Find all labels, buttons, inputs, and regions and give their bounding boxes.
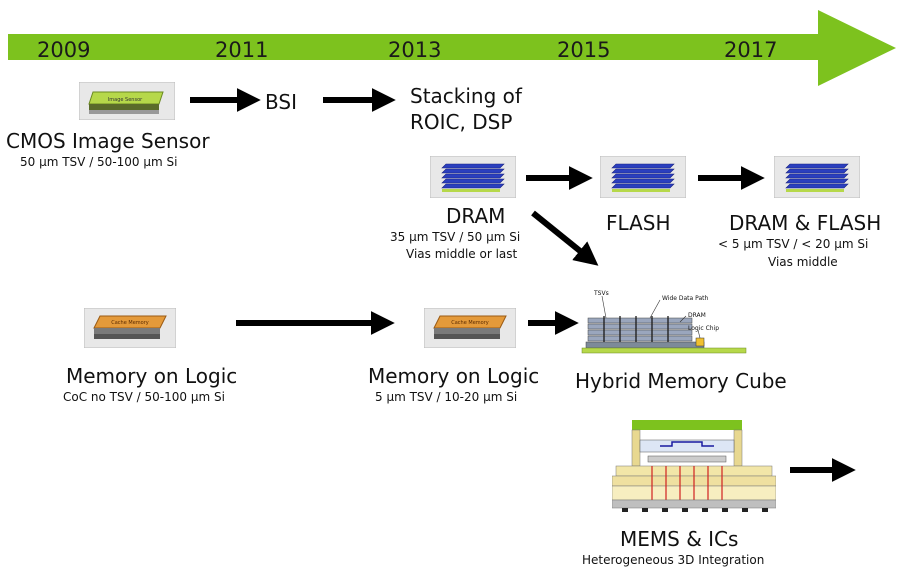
hmc-label-dram: DRAM bbox=[688, 312, 706, 319]
dram-flash-title: DRAM & FLASH bbox=[729, 211, 882, 235]
hmc-label-logic-chip: Logic Chip bbox=[688, 325, 719, 332]
cmos-subtitle: 50 µm TSV / 50-100 µm Si bbox=[20, 155, 178, 169]
mems-subtitle: Heterogeneous 3D Integration bbox=[582, 553, 765, 567]
year-label: 2015 bbox=[557, 38, 611, 62]
mol1-title: Memory on Logic bbox=[66, 364, 238, 388]
mol2-chip-image: Cache Memory bbox=[424, 308, 516, 348]
flash-stack-image bbox=[600, 156, 686, 198]
arrow-dram-hmc bbox=[531, 210, 599, 266]
cmos-chip-image: Image Sensor bbox=[79, 82, 175, 120]
dram-stack-image bbox=[430, 156, 516, 198]
bsi-label: BSI bbox=[265, 90, 297, 114]
stacking-line2: ROIC, DSP bbox=[410, 110, 513, 134]
mol1-subtitle: CoC no TSV / 50-100 µm Si bbox=[63, 390, 225, 404]
stacking-line1: Stacking of bbox=[410, 84, 522, 108]
dram-title: DRAM bbox=[446, 204, 506, 228]
cmos-chip-text: Image Sensor bbox=[108, 97, 143, 103]
hmc-title: Hybrid Memory Cube bbox=[575, 369, 787, 393]
year-label: 2009 bbox=[37, 38, 91, 62]
hmc-label-tsvs: TSVs bbox=[593, 290, 609, 297]
mol1-chip-image: Cache Memory bbox=[84, 308, 176, 348]
dram-flash-stack-image bbox=[774, 156, 860, 198]
cmos-title: CMOS Image Sensor bbox=[6, 129, 210, 153]
dram-flash-subtitle-1: < 5 µm TSV / < 20 µm Si bbox=[718, 237, 869, 251]
mol1-chip-text: Cache Memory bbox=[111, 320, 149, 326]
dram-subtitle-1: 35 µm TSV / 50 µm Si bbox=[390, 230, 521, 244]
mems-diagram-image bbox=[612, 420, 776, 516]
year-label: 2011 bbox=[215, 38, 269, 62]
hmc-diagram-image: TSVs Wide Data Path DRAM Logic Chip bbox=[580, 286, 750, 358]
hmc-label-wide-data-path: Wide Data Path bbox=[662, 295, 708, 302]
year-label: 2013 bbox=[388, 38, 442, 62]
year-label: 2017 bbox=[724, 38, 778, 62]
dram-flash-subtitle-2: Vias middle bbox=[768, 255, 838, 269]
mol2-chip-text: Cache Memory bbox=[451, 320, 489, 326]
flash-title: FLASH bbox=[606, 211, 671, 235]
mol2-title: Memory on Logic bbox=[368, 364, 540, 388]
mol2-subtitle: 5 µm TSV / 10-20 µm Si bbox=[375, 390, 518, 404]
dram-subtitle-2: Vias middle or last bbox=[406, 247, 518, 261]
mems-title: MEMS & ICs bbox=[620, 527, 739, 551]
